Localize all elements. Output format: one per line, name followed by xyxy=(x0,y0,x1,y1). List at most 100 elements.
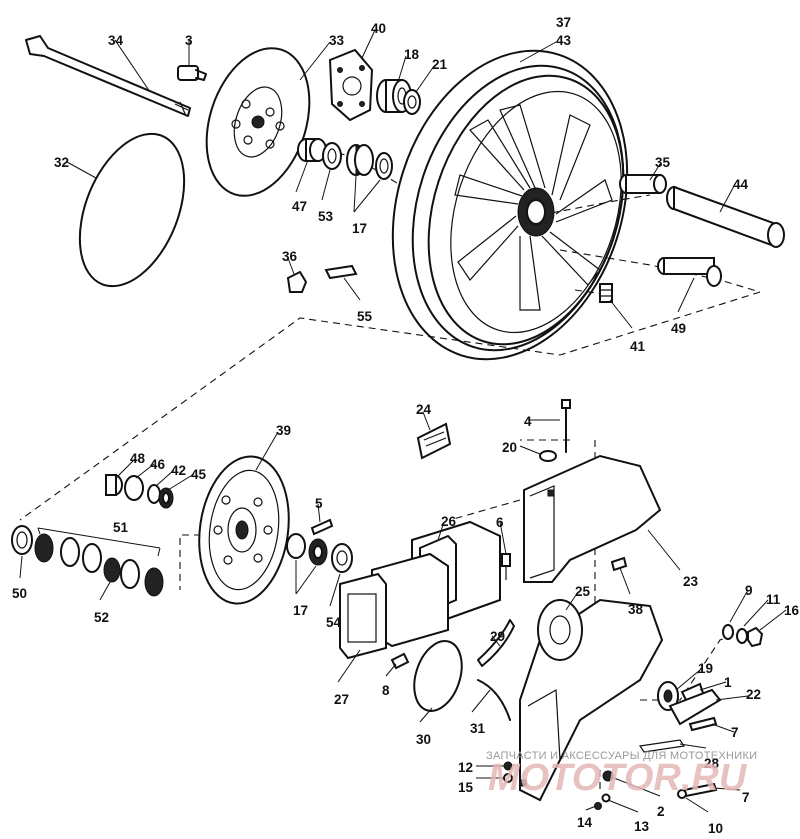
spacer-47 xyxy=(297,138,327,162)
callout-p43: 43 xyxy=(556,33,572,48)
callout-p27: 27 xyxy=(334,692,349,707)
callout-p10: 10 xyxy=(708,821,723,836)
clip-31 xyxy=(477,679,511,721)
bolt-6 xyxy=(501,553,511,580)
callout-p15: 15 xyxy=(458,780,474,795)
callout-p8: 8 xyxy=(382,683,390,698)
leader-lines xyxy=(19,29,787,813)
callout-p34: 34 xyxy=(108,33,124,48)
callout-p18: 18 xyxy=(404,47,420,62)
spacer-49 xyxy=(657,257,722,287)
callout-p19: 19 xyxy=(698,661,713,676)
pin-28 xyxy=(638,739,686,753)
callout-p35: 35 xyxy=(655,155,671,170)
bolt-4 xyxy=(561,399,571,453)
callout-p31: 31 xyxy=(470,721,486,736)
seal-46 xyxy=(124,475,144,501)
bearing-45 xyxy=(158,487,174,509)
watermark-caption: ЗАПЧАСТИ И АКСЕССУАРЫ ДЛЯ МОТОТЕХНИКИ xyxy=(486,750,757,762)
callout-p24: 24 xyxy=(416,402,432,417)
bolt-5 xyxy=(310,518,334,536)
nut-16 xyxy=(747,626,764,648)
callout-p39: 39 xyxy=(276,423,291,438)
callout-p21: 21 xyxy=(432,57,448,72)
callout-p20: 20 xyxy=(502,440,517,455)
callout-p14: 14 xyxy=(577,815,593,830)
seal-ring-30 xyxy=(413,640,463,712)
cast-wheel-37-43 xyxy=(391,49,629,361)
callout-p37: 37 xyxy=(556,15,571,30)
callout-p28: 28 xyxy=(704,756,720,771)
valve-stem-41 xyxy=(599,283,613,303)
callout-p49: 49 xyxy=(671,321,686,336)
callout-p11: 11 xyxy=(766,592,781,607)
callout-p25: 25 xyxy=(575,584,591,599)
plug-20 xyxy=(539,450,557,462)
chain-29 xyxy=(477,619,515,667)
callout-p54: 54 xyxy=(326,615,342,630)
seal-21 xyxy=(403,89,421,115)
callout-p50: 50 xyxy=(12,586,27,601)
adjuster-19 xyxy=(657,681,679,711)
callout-p23: 23 xyxy=(683,574,699,589)
bolt-7-upper xyxy=(688,716,718,732)
key-55 xyxy=(324,264,358,280)
watermark-brand: MOTOTOR.RU xyxy=(488,757,748,799)
callout-p47: 47 xyxy=(292,199,307,214)
callout-p26: 26 xyxy=(441,514,457,529)
callout-p1: 1 xyxy=(724,675,732,690)
callout-p7b: 7 xyxy=(742,790,750,805)
callout-p42: 42 xyxy=(171,463,186,478)
callout-p48: 48 xyxy=(130,451,146,466)
bolt-38 xyxy=(610,556,628,572)
bearing-17-lower xyxy=(286,533,328,566)
washer-10 xyxy=(677,789,687,799)
sleeve-44 xyxy=(666,185,785,248)
callout-p45: 45 xyxy=(191,467,207,482)
callout-p32: 32 xyxy=(54,155,69,170)
watermark: ЗАПЧАСТИ И АКСЕССУАРЫ ДЛЯ МОТОТЕХНИКИ MO… xyxy=(486,750,757,799)
callout-p36: 36 xyxy=(282,249,298,264)
callout-p17a: 17 xyxy=(352,221,367,236)
callout-p52: 52 xyxy=(94,610,109,625)
hub-bearing-set-51 xyxy=(11,525,164,597)
callout-p41: 41 xyxy=(630,339,646,354)
callout-p4: 4 xyxy=(524,414,532,429)
callout-p33: 33 xyxy=(329,33,345,48)
callout-p6: 6 xyxy=(496,515,504,530)
brake-disc-33 xyxy=(205,47,311,197)
callout-p55: 55 xyxy=(357,309,373,324)
callout-p3: 3 xyxy=(185,33,193,48)
callout-p53: 53 xyxy=(318,209,334,224)
callout-p17b: 17 xyxy=(293,603,308,618)
spacer-48 xyxy=(105,474,123,496)
callout-p44: 44 xyxy=(733,177,749,192)
hub-25 xyxy=(537,599,583,661)
callout-p51: 51 xyxy=(113,520,129,535)
nut-2 xyxy=(602,770,614,782)
o-ring-32 xyxy=(78,132,186,288)
nut-36 xyxy=(286,270,308,293)
bolt-3 xyxy=(177,65,207,81)
bearing-17-upper xyxy=(346,144,393,180)
callout-p29: 29 xyxy=(490,629,505,644)
washer-42 xyxy=(147,484,161,504)
chain-housing-26-27 xyxy=(339,520,501,660)
washer-11 xyxy=(736,628,748,644)
nut-14 xyxy=(594,802,602,810)
rear-sprocket-39 xyxy=(198,455,290,605)
spacer-35 xyxy=(619,174,667,194)
callout-p16: 16 xyxy=(784,603,800,618)
callout-p30: 30 xyxy=(416,732,431,747)
callout-p46: 46 xyxy=(150,457,166,472)
callout-p7a: 7 xyxy=(731,725,739,740)
callout-p13: 13 xyxy=(634,819,650,834)
seal-54 xyxy=(331,543,353,573)
flange-40 xyxy=(328,48,374,122)
washer-9 xyxy=(722,624,734,640)
axle-34 xyxy=(25,35,191,117)
decal-24 xyxy=(416,422,452,460)
